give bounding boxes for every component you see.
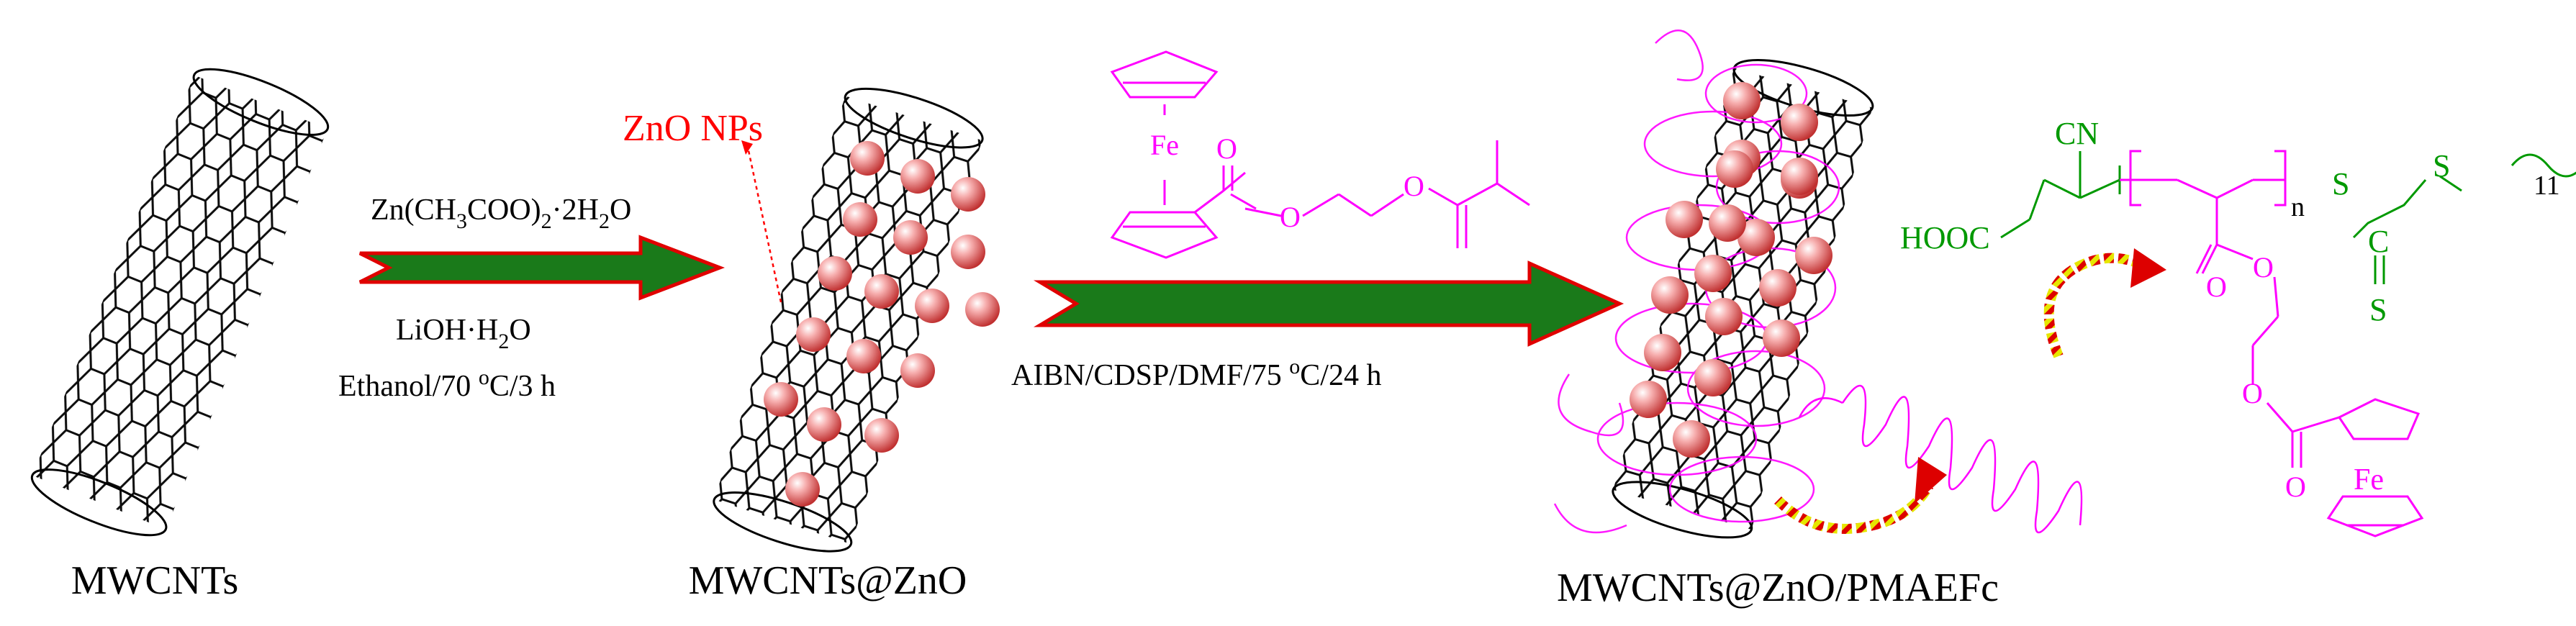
monomer-o-carbonyl: O (1216, 132, 1237, 165)
polymer-helix (1798, 384, 2083, 534)
label-mwcnts: MWCNTs (71, 558, 239, 603)
step1-base: LiOH·H2O (396, 314, 531, 353)
polymer-s-2: S (2433, 148, 2450, 183)
monomer-structure (1110, 50, 1530, 259)
step1-reagent: Zn(CH3COO)2·2H2O (371, 194, 631, 233)
label-mwcnts-zno: MWCNTs@ZnO (689, 558, 967, 603)
nanotube-mwcnts (30, 68, 330, 537)
curved-arrow-upper (2043, 248, 2166, 358)
zno-nanoparticles-coated (1630, 82, 1832, 458)
polymer-coils (1553, 30, 1840, 534)
step2-conditions: AIBN/CDSP/DMF/75 oC/24 h (1011, 355, 1381, 392)
label-mwcnts-zno-pmaefc: MWCNTs@ZnO/PMAEFc (1557, 566, 1999, 610)
nanotube-mwcnts-zno (713, 87, 1000, 553)
polymer-s-3: S (2369, 292, 2387, 327)
zno-nps-callout: ZnO NPs (623, 108, 763, 149)
polymer-hooc: HOOC (1900, 220, 1990, 255)
polymer-n: n (2291, 192, 2305, 222)
callout-arrowhead (741, 140, 753, 155)
nanotube-mwcnts-zno-pmaefc (1553, 30, 1874, 539)
reaction-arrow-step2 (1033, 260, 1624, 347)
monomer-fe: Fe (1150, 129, 1179, 161)
polymer-o-ester: O (2253, 251, 2274, 283)
monomer-o-ether: O (1404, 170, 1424, 202)
reaction-arrow-step1 (358, 235, 726, 301)
polymer-fe: Fe (2354, 463, 2384, 496)
polymer-o-fc-carbonyl: O (2285, 471, 2306, 503)
polymer-s-1: S (2332, 166, 2349, 201)
step1-conditions: Ethanol/70 oC/3 h (338, 366, 556, 403)
monomer-o-ester: O (1280, 201, 1301, 233)
curved-arrow-lower (1774, 457, 1947, 534)
polymer-cn: CN (2055, 116, 2099, 151)
polymer-o-ether: O (2242, 377, 2263, 409)
polymer-subscript-11: 11 (2534, 171, 2560, 201)
polymer-c: C (2368, 224, 2389, 259)
polymer-structure (2000, 150, 2576, 537)
polymer-o-carbonyl: O (2206, 271, 2227, 303)
callout-leader (746, 143, 782, 303)
zno-nanoparticles (764, 141, 1000, 507)
